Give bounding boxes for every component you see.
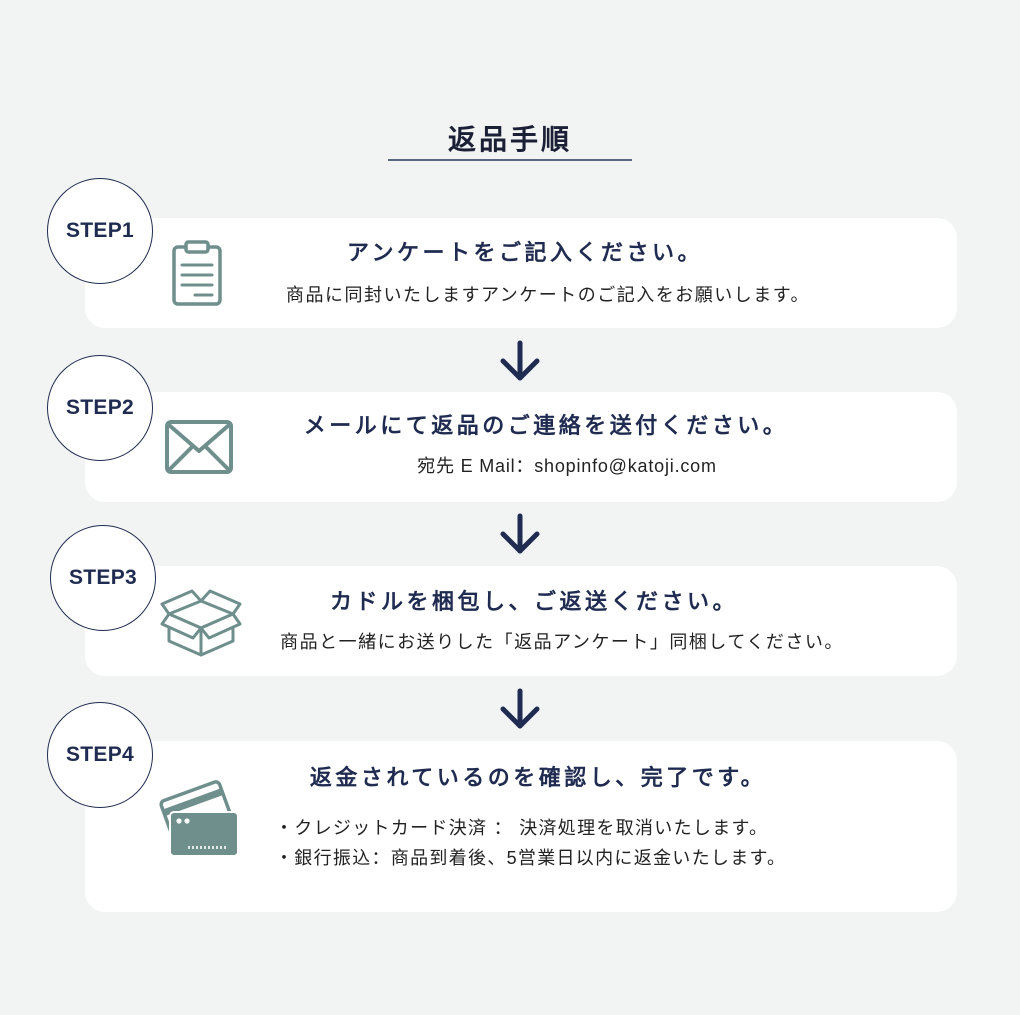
step-description-3: 商品と一緒にお送りした「返品アンケート」同梱してください。: [280, 632, 844, 652]
step-badge-3: STEP3: [50, 525, 156, 631]
step-description-4: ・クレジットカード決済 ： 決済処理を取消いたします。 ・銀行振込：商品到着後、…: [275, 813, 786, 873]
step-badge-4: STEP4: [47, 702, 153, 808]
step-description-1: 商品に同封いたしますアンケートのご記入をお願いします。: [286, 285, 810, 305]
refund-credit-card-line: ・クレジットカード決済 ： 決済処理を取消いたします。: [275, 818, 769, 838]
step-badge-1: STEP1: [47, 178, 153, 284]
step-card-1: [85, 218, 957, 328]
step-heading-1: アンケートをご記入ください。: [346, 240, 704, 265]
title-underline: [388, 159, 632, 161]
step-heading-3: カドルを梱包し、ご返送ください。: [329, 589, 739, 614]
open-box-icon: [159, 584, 243, 658]
page-title: 返品手順: [447, 124, 573, 155]
step-badge-2: STEP2: [47, 355, 153, 461]
step-heading-4: 返金されているのを確認し、完了です。: [309, 765, 767, 790]
refund-bank-transfer-line: ・銀行振込：商品到着後、5営業日以内に返金いたします。: [275, 848, 787, 868]
credit-card-icon: [156, 778, 240, 858]
step-description-2: 宛先 E Mail：shopinfo@katoji.com: [417, 456, 717, 476]
arrow-down-icon: [498, 512, 542, 556]
step-heading-2: メールにて返品のご連絡を送付ください。: [303, 413, 789, 438]
envelope-icon: [164, 419, 234, 475]
arrow-down-icon: [498, 687, 542, 731]
arrow-down-icon: [498, 339, 542, 383]
clipboard-icon: [171, 239, 223, 307]
